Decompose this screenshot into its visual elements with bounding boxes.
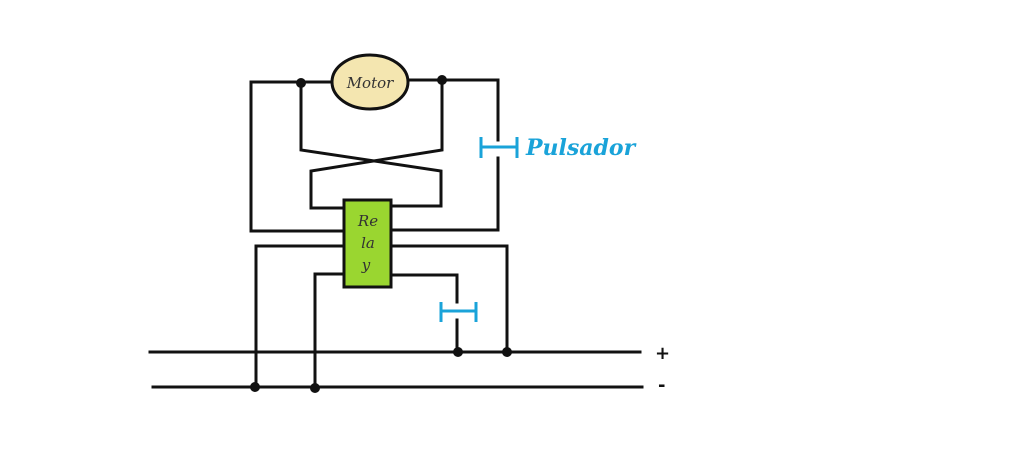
relay-label-line-2: la [361, 234, 375, 252]
pulsador-label: Pulsador [525, 135, 637, 161]
junction-positive-button [453, 347, 463, 357]
relay-label-line-3: y [361, 256, 371, 274]
wire-cross-right [309, 78, 444, 210]
relay-label-line-1: Re [357, 212, 378, 230]
motor: Motor [330, 53, 410, 111]
relay: Re la y [342, 198, 393, 289]
wire-relay-to-negative-left [254, 244, 346, 389]
negative-rail-label: - [658, 375, 665, 396]
pulsador-button: Pulsador [479, 135, 637, 161]
junction-negative-relay [310, 383, 320, 393]
wire-outer-left [249, 80, 346, 233]
wire-relay-to-negative-bottom [313, 272, 346, 389]
junction-negative-left [250, 382, 260, 392]
wire-relay-to-positive-right [389, 244, 509, 354]
motor-body [330, 53, 410, 111]
relay-body [342, 198, 393, 289]
wire-relay-to-button [389, 273, 459, 304]
junction-positive-relay [502, 347, 512, 357]
wire-outer-right [403, 78, 500, 142]
positive-rail-label: + [655, 343, 670, 364]
motor-label: Motor [346, 74, 394, 92]
lower-push-button [439, 302, 478, 322]
wire-cross-left [299, 81, 443, 208]
junction-motor-right [437, 75, 447, 85]
junction-motor-left [296, 78, 306, 88]
